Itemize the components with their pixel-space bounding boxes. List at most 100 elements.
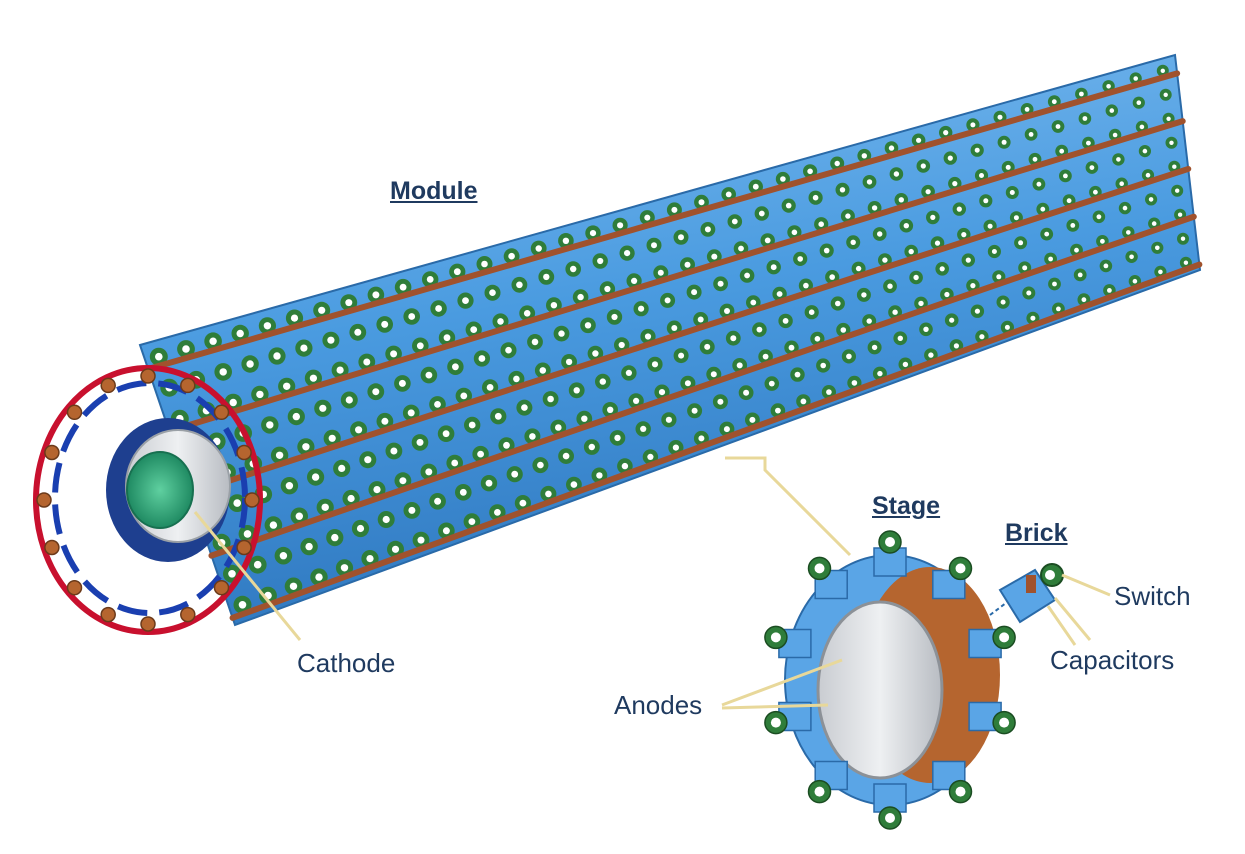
stage-switch-face	[782, 318, 789, 324]
stage-switch-face	[1158, 269, 1163, 275]
connector-bead	[44, 539, 60, 556]
stage-switch-face	[269, 521, 278, 529]
connector-bead	[36, 492, 52, 508]
stage-switch-face	[678, 234, 684, 241]
stage-switch-face	[818, 221, 824, 227]
stage-switch-face	[807, 168, 813, 175]
stage-switch-face	[717, 398, 724, 405]
stage-switch-face	[897, 335, 903, 341]
stage-switch-face	[529, 433, 536, 440]
stage-switch-face	[596, 472, 603, 479]
stage-switch-face	[558, 330, 565, 337]
stage-switch-face	[435, 305, 442, 312]
switch-pointer	[1061, 573, 1111, 597]
stage-switch-face	[788, 344, 795, 351]
stage-switch-face	[1059, 148, 1065, 154]
stage-switch-face	[451, 459, 459, 467]
stage-switch-face	[738, 245, 744, 252]
stage-switch-face	[1122, 205, 1128, 211]
stage-switch-face	[723, 426, 730, 433]
stage-switch-face	[770, 264, 777, 271]
stage-switch-face	[550, 302, 558, 309]
stage-switch-face	[416, 342, 424, 350]
stage-switch-face	[391, 545, 400, 553]
stage-switch-face	[1133, 76, 1138, 81]
stage-switch-face	[752, 183, 759, 190]
stage-switch-face	[417, 536, 425, 544]
connector-bead	[66, 579, 83, 596]
stage-switch-face	[987, 223, 993, 229]
stage-switch-face	[592, 350, 599, 357]
stage-switch-face	[338, 464, 346, 472]
connector-bead	[213, 404, 230, 421]
stage-switch-face	[704, 343, 711, 350]
stage-switch-face	[1100, 238, 1105, 244]
stage-switch-face	[1163, 92, 1168, 98]
stage-switch-face	[505, 346, 512, 354]
stage-switch-face	[1082, 116, 1088, 121]
stage-switch-face	[925, 189, 931, 195]
stage-switch-face	[485, 479, 493, 487]
stage-switch-face	[425, 371, 433, 379]
stage-switch-face	[356, 524, 365, 533]
stage-switch-face	[302, 443, 310, 451]
stage-brick-switch-face	[814, 786, 825, 797]
stage-switch-face	[1136, 100, 1142, 105]
stage-switch-face	[570, 265, 577, 273]
stage-switch-face	[327, 336, 335, 344]
stage-switch-face	[539, 367, 547, 374]
capacitors-pointer-2	[1046, 605, 1077, 646]
stage-switch-face	[1005, 164, 1011, 170]
stage-switch-face	[943, 130, 949, 136]
switch-label: Switch	[1114, 581, 1191, 611]
stage-switch-face	[408, 313, 416, 320]
stage-switch-face	[407, 409, 415, 417]
stage-switch-face	[443, 334, 451, 342]
stage-switch-face	[328, 434, 336, 442]
stage-ring-inner	[816, 600, 944, 780]
stage-switch-face	[537, 461, 544, 469]
stage-switch-face	[762, 353, 769, 360]
stage-switch-face	[1096, 214, 1102, 220]
stage-brick-switch-face	[814, 563, 825, 574]
cathode-callout-line	[193, 511, 302, 641]
stage-switch-face	[928, 352, 934, 358]
stage-switch-face	[577, 293, 584, 301]
connector-bead	[180, 377, 196, 394]
stage-switch-face	[468, 421, 476, 429]
stage-switch-face	[318, 306, 326, 314]
stage-switch-face	[516, 281, 523, 289]
stage-switch-face	[877, 370, 883, 377]
stage-switch-face	[731, 218, 738, 225]
stage-switch-face	[794, 371, 801, 378]
stage-switch-face	[489, 289, 496, 297]
stage-switch-face	[452, 363, 459, 371]
stage-switch-face	[974, 147, 980, 153]
stage-switch-face	[460, 392, 468, 400]
stage-switch-face	[1077, 272, 1083, 278]
stage-switch-face	[829, 274, 835, 280]
stage-switch-face	[1063, 173, 1068, 179]
stage-switch-face	[800, 398, 807, 405]
stage-switch-face	[855, 265, 862, 272]
stage-switch-face	[311, 473, 320, 481]
stage-switch-face	[658, 389, 666, 396]
stage-switch-face	[704, 226, 711, 233]
stage-switch-face	[273, 352, 281, 360]
stage-switch-face	[1022, 265, 1028, 271]
stage-switch-face	[597, 257, 604, 265]
stage-switch-face	[309, 374, 317, 382]
stage-switch-face	[820, 362, 826, 369]
copper-rod	[187, 165, 1192, 497]
stage-switch-face	[209, 337, 217, 345]
stage-switch-face	[1055, 124, 1061, 129]
stage-switch-face	[845, 213, 851, 219]
stage-switch-face	[1079, 91, 1084, 97]
stage-switch-face	[228, 570, 236, 578]
cathode-label: Cathode	[297, 648, 396, 678]
stage-switch-face	[839, 187, 846, 193]
stage-switch-face	[373, 486, 381, 494]
stage-switch-face	[871, 205, 878, 211]
module-rods	[145, 70, 1203, 621]
stage-switch-face	[851, 380, 858, 386]
